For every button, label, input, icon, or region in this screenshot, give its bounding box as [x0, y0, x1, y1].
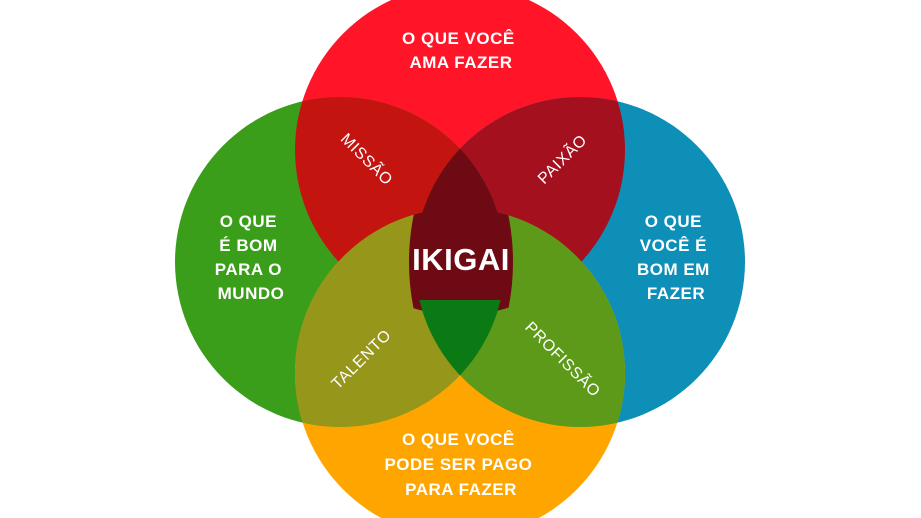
overlap-talento-region — [295, 208, 505, 427]
bottom-circle-line-1: O QUE VOCÊ — [402, 430, 515, 449]
top-circle-label: O QUE VOCÊ AMA FAZER — [402, 29, 520, 72]
left-circle-line-4: MUNDO — [218, 284, 285, 303]
overlap-profissao-region — [415, 208, 625, 427]
top-circle-line-2: AMA FAZER — [409, 53, 512, 72]
right-circle-label: O QUE VOCÊ É BOM EM FAZER — [637, 212, 715, 303]
right-circle-line-3: BOM EM — [637, 260, 710, 279]
bottom-circle-line-2: PODE SER PAGO — [384, 455, 532, 474]
center-ikigai-label: IKIGAI — [412, 242, 510, 277]
left-circle-line-1: O QUE — [220, 212, 277, 231]
left-circle-line-3: PARA O — [215, 260, 282, 279]
right-circle-line-2: VOCÊ É — [640, 236, 707, 255]
top-circle-line-1: O QUE VOCÊ — [402, 29, 515, 48]
right-circle-line-1: O QUE — [645, 212, 702, 231]
bottom-circle-line-3: PARA FAZER — [405, 480, 517, 499]
left-circle-label: O QUE É BOM PARA O MUNDO — [215, 212, 287, 303]
right-circle-line-4: FAZER — [647, 284, 705, 303]
bottom-circle-label: O QUE VOCÊ PODE SER PAGO PARA FAZER — [384, 430, 537, 499]
left-circle-line-2: É BOM — [219, 236, 277, 255]
